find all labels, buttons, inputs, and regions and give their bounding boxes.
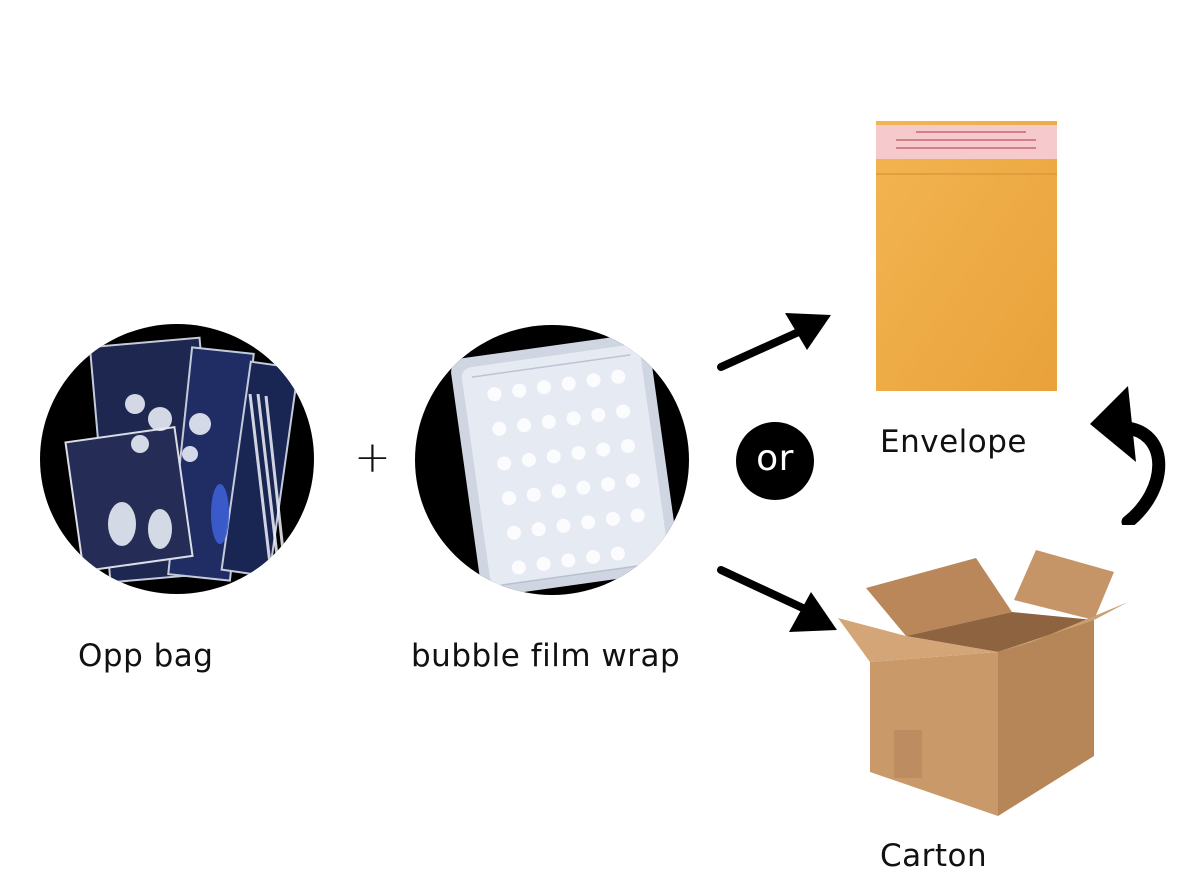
arrow-to-carton-icon <box>715 562 840 637</box>
or-text: or <box>756 437 794 479</box>
opp-bag-image <box>40 324 314 594</box>
opp-bag-label: Opp bag <box>78 638 214 674</box>
bubble-film-wrap-label: bubble film wrap <box>411 638 681 674</box>
carton-image <box>836 550 1132 820</box>
bubble-film-wrap-image <box>415 325 689 595</box>
carton-label: Carton <box>880 838 988 874</box>
curved-arrow-icon <box>1088 380 1178 525</box>
envelope-image <box>876 121 1057 391</box>
plus-sign: + <box>354 432 392 483</box>
or-badge: or <box>736 422 814 500</box>
arrow-to-envelope-icon <box>715 305 835 375</box>
envelope-label: Envelope <box>880 424 1027 460</box>
